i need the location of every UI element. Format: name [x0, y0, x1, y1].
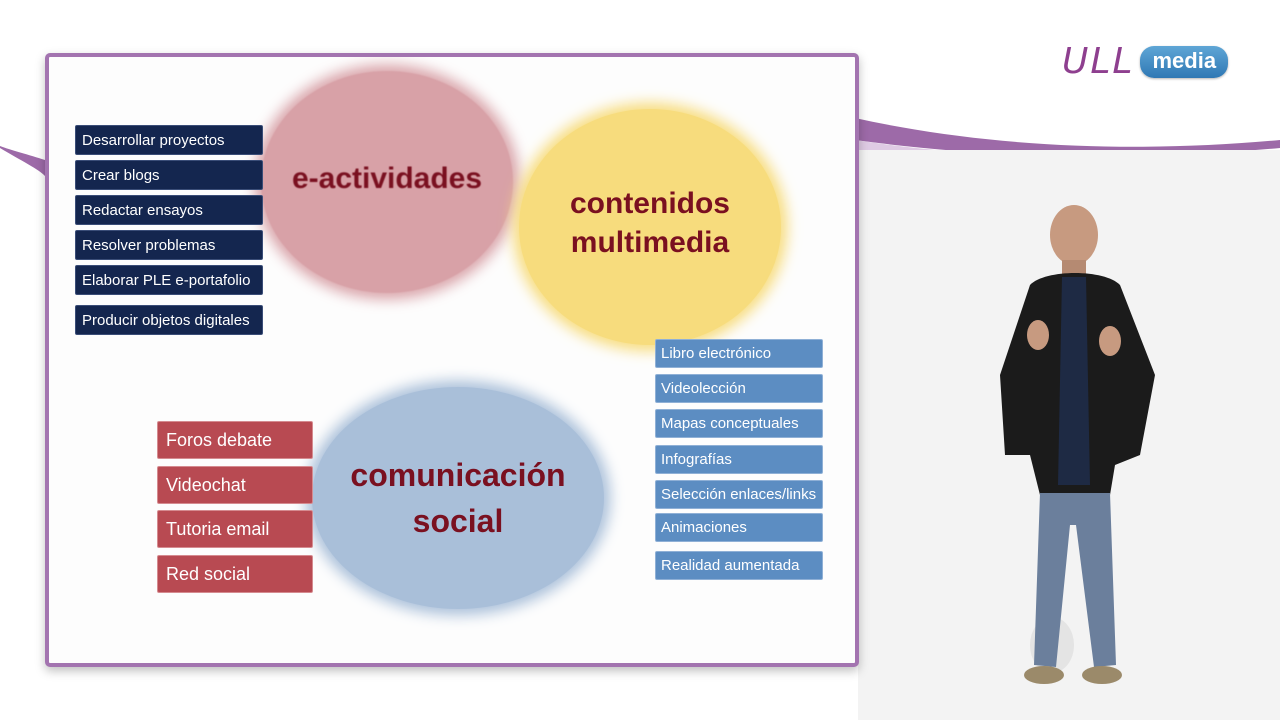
comunicacion-social-title: comunicación social — [350, 452, 565, 545]
list-item: Realidad aumentada — [655, 551, 823, 580]
e-actividades-circle: e-actividades — [261, 71, 513, 293]
list-item: Crear blogs — [75, 160, 263, 190]
comunicacion-title-line1: comunicación — [350, 456, 566, 493]
list-item: Selección enlaces/links — [655, 480, 823, 509]
list-item: Foros debate — [157, 421, 313, 459]
list-item: Elaborar PLE e-portafolio — [75, 265, 263, 295]
logo-ull-text: ULL — [1062, 41, 1135, 82]
contenidos-multimedia-circle: contenidos multimedia — [519, 109, 781, 345]
contenidos-multimedia-title: contenidos multimedia — [570, 184, 730, 262]
contenidos-title-line1: contenidos — [569, 187, 730, 220]
list-item: Resolver problemas — [75, 230, 263, 260]
list-item: Videochat — [157, 466, 313, 504]
e-actividades-title: e-actividades — [291, 161, 483, 195]
list-item: Producir objetos digitales — [75, 305, 263, 335]
presenter-figure — [1000, 205, 1155, 684]
list-item: Animaciones — [655, 513, 823, 542]
list-item: Red social — [157, 555, 313, 593]
logo-media-badge: media — [1140, 45, 1229, 79]
contenidos-title-line2: multimedia — [570, 226, 730, 259]
list-item: Tutoria email — [157, 510, 313, 548]
ull-media-logo: ULL media — [1062, 40, 1229, 84]
list-item: Videolección — [655, 374, 823, 403]
list-item: Infografías — [655, 445, 823, 474]
comunicacion-title-line2: social — [412, 503, 504, 539]
list-item: Mapas conceptuales — [655, 409, 823, 438]
list-item: Desarrollar proyectos — [75, 125, 263, 155]
slide-panel: e-actividades contenidos multimedia comu… — [45, 53, 859, 667]
list-item: Redactar ensayos — [75, 195, 263, 225]
comunicacion-social-circle: comunicación social — [312, 387, 604, 609]
list-item: Libro electrónico — [655, 339, 823, 368]
